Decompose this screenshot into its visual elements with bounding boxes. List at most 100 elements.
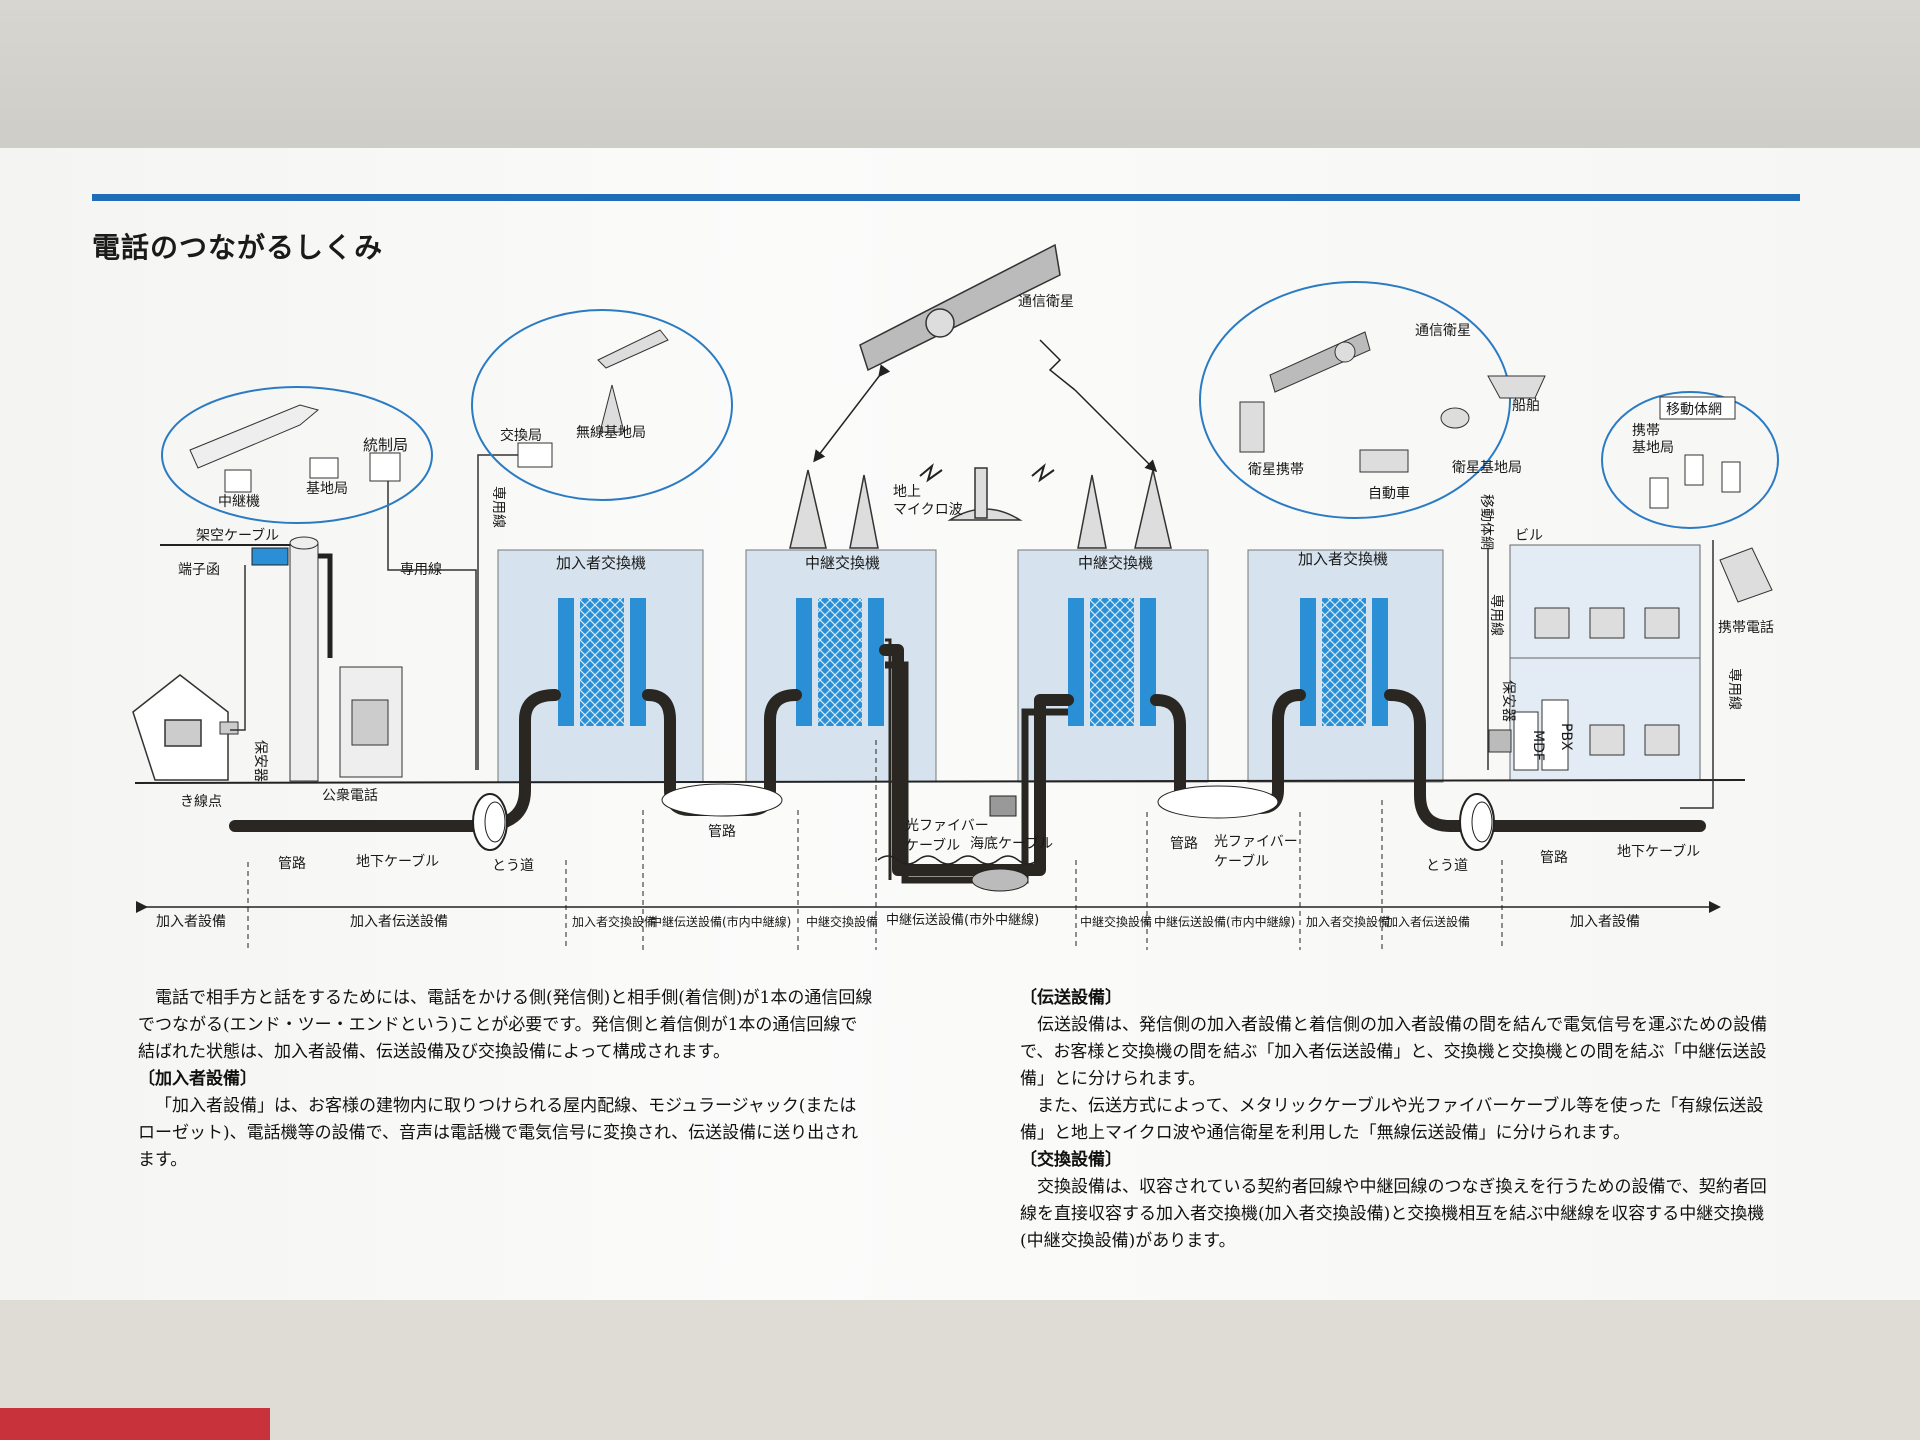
switch-racks [558,598,1388,726]
microwave-towers [789,467,1172,549]
wall-top [0,0,1920,148]
right-circle-icons [1239,375,1546,473]
label-protector-left: 保安器 [252,740,268,782]
ground-line [134,779,1746,784]
label-radio-base: 無線基地局 [576,424,646,441]
label-tunnel-right: とう道 [1426,858,1468,874]
mobile-phone-icon [1719,547,1773,603]
scale-subscriber-right: 加入者設備 [1570,914,1640,930]
heading-subscriber-equipment: 〔加入者設備〕 [138,1069,257,1089]
satellite-phone-icon [1239,401,1265,453]
red-sign-edge [0,1408,270,1440]
scale-subscriber-transmission-right: 加入者伝送設備 [1386,914,1470,929]
label-mobile-station-2: 基地局 [1632,439,1674,456]
mdf-box [1513,711,1539,771]
public-phone-booth [339,666,403,778]
left-circle-boxes [224,452,401,493]
train-icon [189,404,320,469]
panel-title: 電話のつながるしくみ [92,231,384,264]
heading-switching-equipment: 〔交換設備〕 [1020,1150,1122,1170]
trunk-cable-loop [885,638,892,880]
label-overhead-cable: 架空ケーブル [196,527,279,544]
label-tunnel-left: とう道 [492,858,534,874]
cable-tunnels [472,783,1495,851]
house-protector [219,721,239,735]
office-phones [1534,607,1680,756]
text-left-column: 電話で相手方と話をするためには、電話をかける側(発信側)と相手側(着信側)が1本… [138,985,873,1174]
switch-rack [558,598,646,726]
label-base-station: 基地局 [306,480,348,497]
exchange-office-box [517,442,553,468]
switch-rack [1300,598,1388,726]
pbx-box [1541,699,1569,771]
text-transmission-2: また、伝送方式によって、メタリックケーブルや光ファイバーケーブル等を使った「有線… [1020,1096,1764,1143]
label-mobile-station-1: 携帯 [1632,423,1660,439]
label-dedicated-vertical: 専用線 [490,486,506,528]
label-fiber-right-1: 光ファイバー [1214,834,1298,850]
label-demarcation: き線点 [180,794,222,810]
label-microwave-1: 地上 [893,484,921,500]
cell-station-icons [1649,454,1741,509]
label-mobile-net: 移動体網 [1666,402,1722,418]
scale-trunk-exchange-right: 中継交換設備 [1080,914,1152,929]
label-comm-satellite-right: 通信衛星 [1415,323,1471,339]
exchange-labels: 加入者交換機 中継交換機 中継交換機 加入者交換機 [556,550,1388,572]
radio-tower-icon [599,384,625,433]
label-fiber-center-2: ケーブル [905,837,960,854]
label-satellite-base: 衛星基地局 [1452,459,1522,476]
scale-dividers [247,740,1503,950]
label-underground-left: 地下ケーブル [356,853,439,870]
label-control-station: 統制局 [363,436,408,454]
scale-subscriber-left: 加入者設備 [156,914,226,930]
scale-long-distance: 中継伝送設備(市外中継線) [886,912,1039,928]
coverage-circles [161,281,1779,529]
submarine-cable [877,795,1039,892]
label-ship: 船舶 [1512,398,1540,414]
dish-icon [1440,407,1470,429]
label-conduit-right: 管路 [1170,836,1198,852]
house-phone [164,719,202,747]
satellite-links [813,339,1158,473]
mobile-net-title-box [1659,396,1736,420]
label-satellite-top: 通信衛星 [1018,294,1074,310]
dedicated-lines [230,454,1714,809]
label-submarine-cable: 海底ケーブル [970,835,1053,852]
text-switching: 交換設備は、収容されている契約者回線や中継回線のつなぎ換えを行うための設備で、契… [1020,1177,1767,1251]
label-relay: 中継機 [218,494,260,510]
airplane-icon [597,329,669,369]
exchange-label-3: 中継交換機 [1078,554,1153,572]
car-icon [1359,449,1409,473]
label-terminal-box: 端子函 [178,562,220,578]
label-car: 自動車 [1368,485,1410,502]
label-dedicated-right: 専用線 [1488,594,1504,636]
heading-transmission-equipment: 〔伝送設備〕 [1020,988,1122,1008]
satellite-icon [859,243,1061,372]
text-subscriber-equipment: 「加入者設備」は、お客様の建物内に取りつけられる屋内配線、モジュラージャック(ま… [138,1096,859,1170]
label-fiber-right-2: ケーブル [1214,853,1269,870]
exchange-label-1: 加入者交換機 [556,554,646,572]
text-intro: 電話で相手方と話をするためには、電話をかける側(発信側)と相手側(着信側)が1本… [138,988,873,1062]
label-dedicated-left: 専用線 [400,562,442,578]
wall-bottom [0,1300,1920,1440]
exchange-label-2: 中継交換機 [805,554,880,572]
label-microwave-2: マイクロ波 [893,502,963,518]
label-conduit-left: 管路 [278,856,306,872]
label-underground-right: 地下ケーブル [1617,843,1700,860]
label-exchange-office: 交換局 [500,427,542,444]
text-right-column: 〔伝送設備〕 伝送設備は、発信側の加入者設備と着信側の加入者設備の間を結んで電気… [1020,985,1780,1255]
building-protector [1488,729,1512,753]
exchange-buildings [497,544,1701,783]
label-satellite-phone: 衛星携帯 [1248,462,1304,478]
long-distance-cable [885,661,1068,884]
microwave-signal-icons [919,463,1055,483]
utility-pole [160,536,333,782]
scale-subscriber-exchange-left: 加入者交換設備 [572,914,656,929]
label-mobile-phone: 携帯電話 [1718,619,1774,636]
satellite-small-icon [1269,331,1371,393]
label-mdf: MDF [1530,730,1546,761]
label-conduit-far-right: 管路 [1540,850,1568,866]
label-pbx: PBX [1558,723,1574,751]
label-fiber-center-1: 光ファイバー [905,818,989,834]
switch-rack [796,598,884,726]
scale-subscriber-exchange-right: 加入者交換設備 [1306,914,1390,929]
